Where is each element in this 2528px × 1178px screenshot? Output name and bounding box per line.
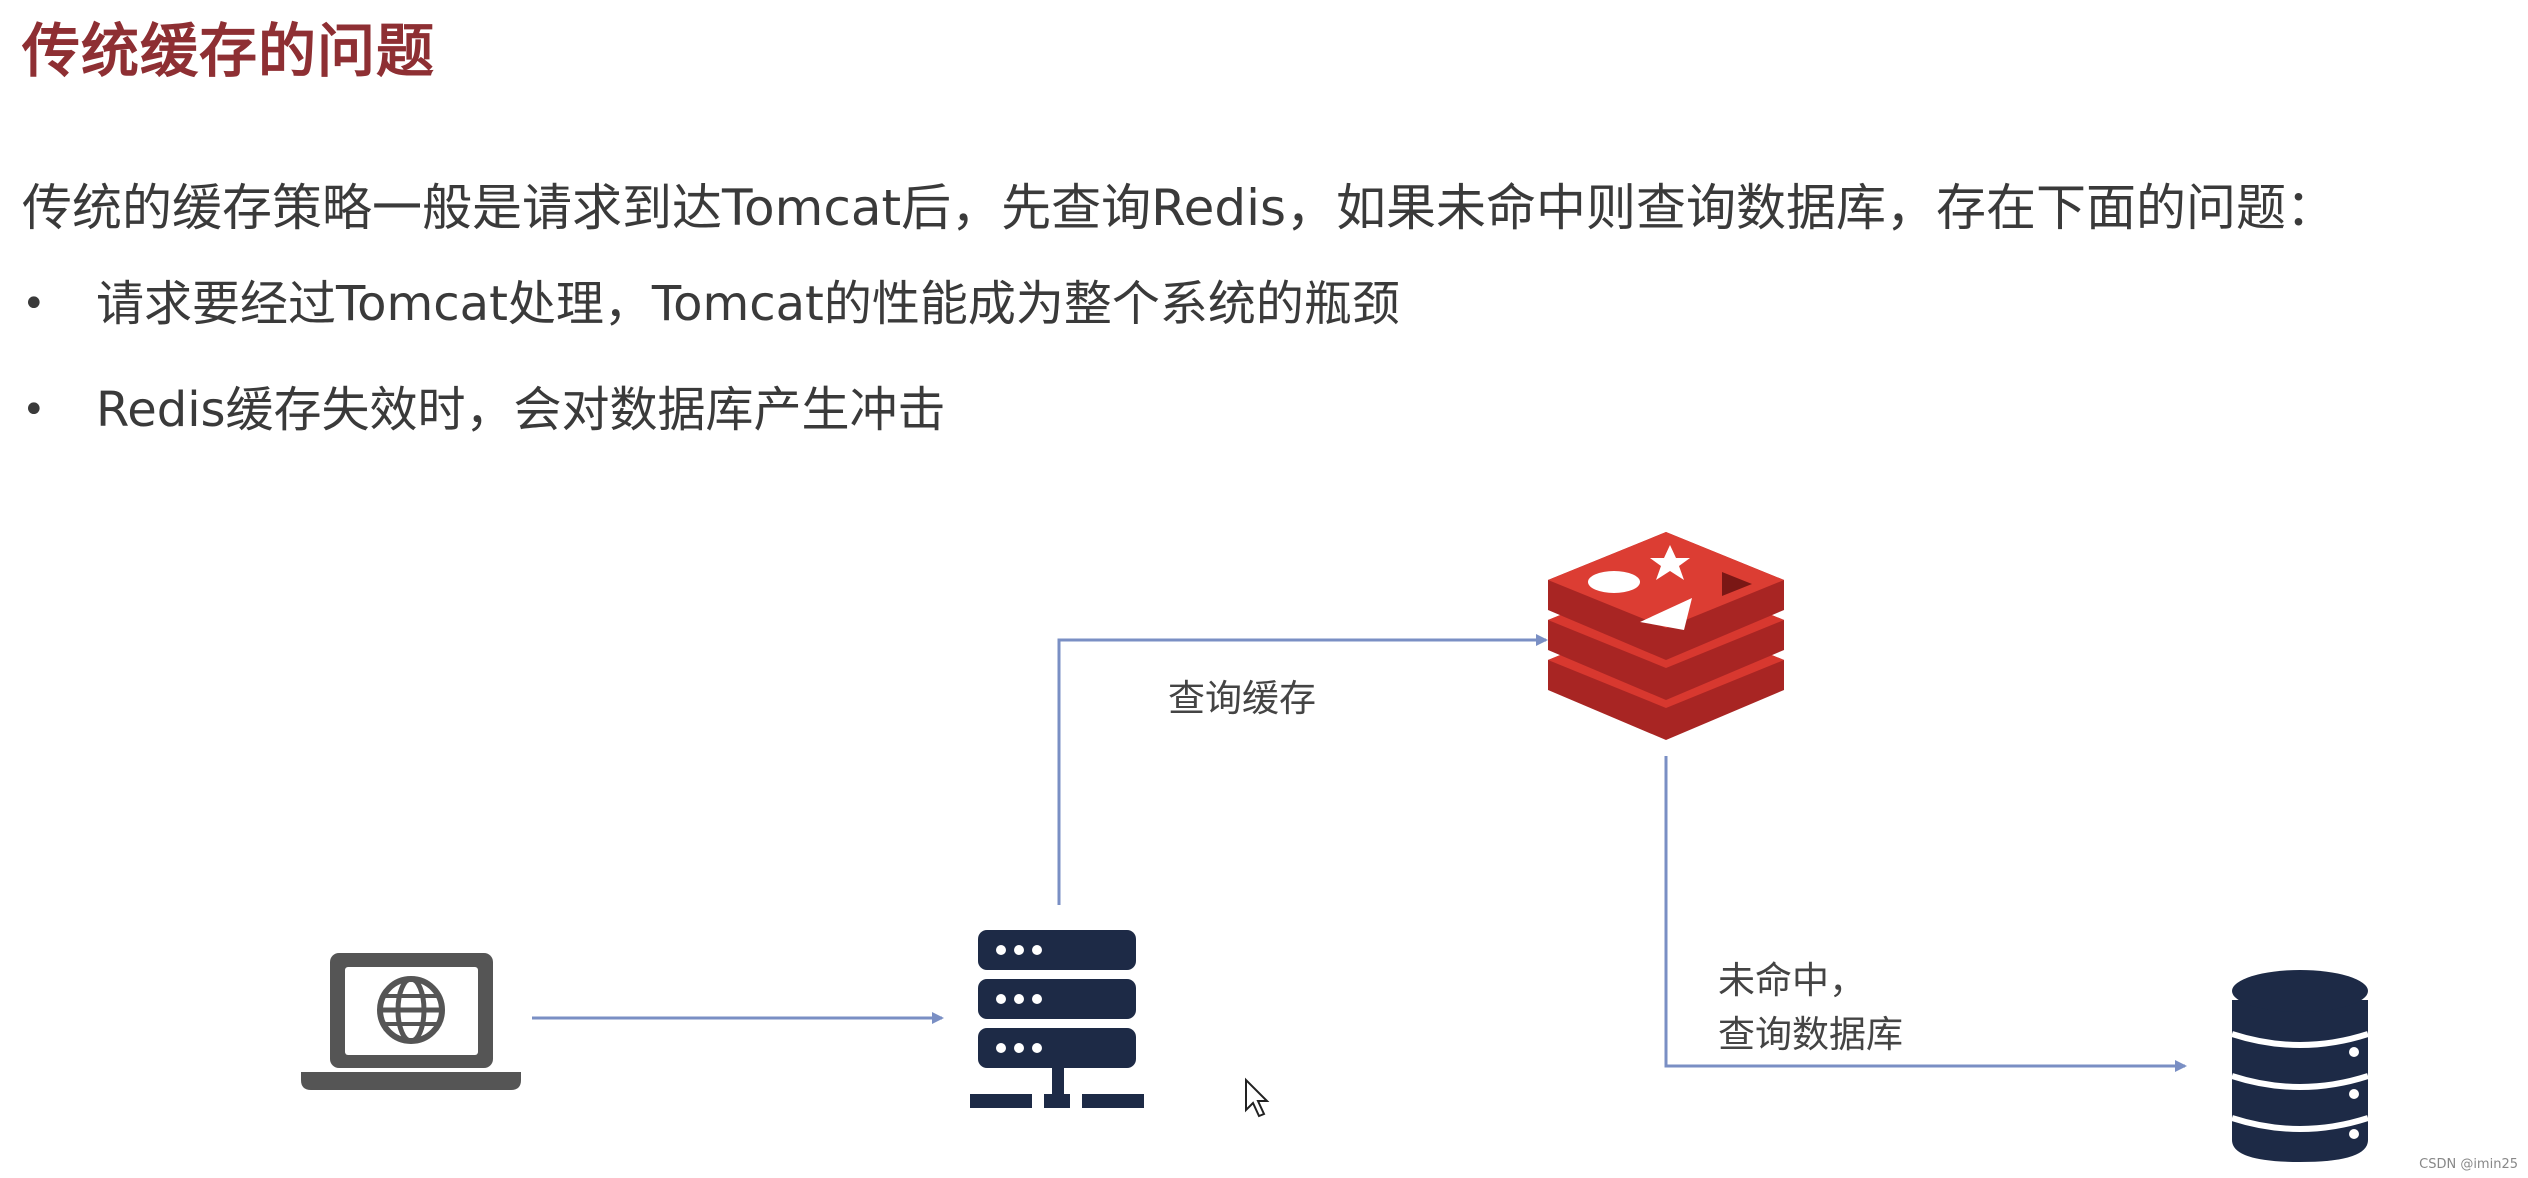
edge-label-line: 未命中， xyxy=(1718,959,1866,1002)
arrow-tomcat-to-redis xyxy=(1057,634,1548,905)
bullet-text: Redis缓存失效时，会对数据库产生冲击 xyxy=(96,382,946,438)
bullet-marker: • xyxy=(22,387,46,433)
bullet-marker: • xyxy=(22,281,46,327)
slide-title: 传统缓存的问题 xyxy=(22,17,436,85)
redis-logo-icon xyxy=(1548,532,1784,740)
arrow-redis-to-database xyxy=(1664,756,2187,1072)
edge-label-query-cache: 查询缓存 xyxy=(1168,677,1316,720)
intro-paragraph: 传统的缓存策略一般是请求到达Tomcat后，先查询Redis，如果未命中则查询数… xyxy=(22,179,2337,237)
laptop-globe-icon xyxy=(301,953,521,1090)
edge-label-cache-miss: 未命中， 查询数据库 xyxy=(1718,954,1903,1062)
bullet-text: 请求要经过Tomcat处理，Tomcat的性能成为整个系统的瓶颈 xyxy=(96,276,1400,332)
server-rack-icon xyxy=(970,930,1144,1108)
edge-label-line: 查询数据库 xyxy=(1718,1013,1903,1056)
mouse-cursor-icon xyxy=(1245,1077,1270,1118)
watermark: CSDN @imin25 xyxy=(2419,1157,2518,1172)
database-icon xyxy=(2231,970,2369,1162)
